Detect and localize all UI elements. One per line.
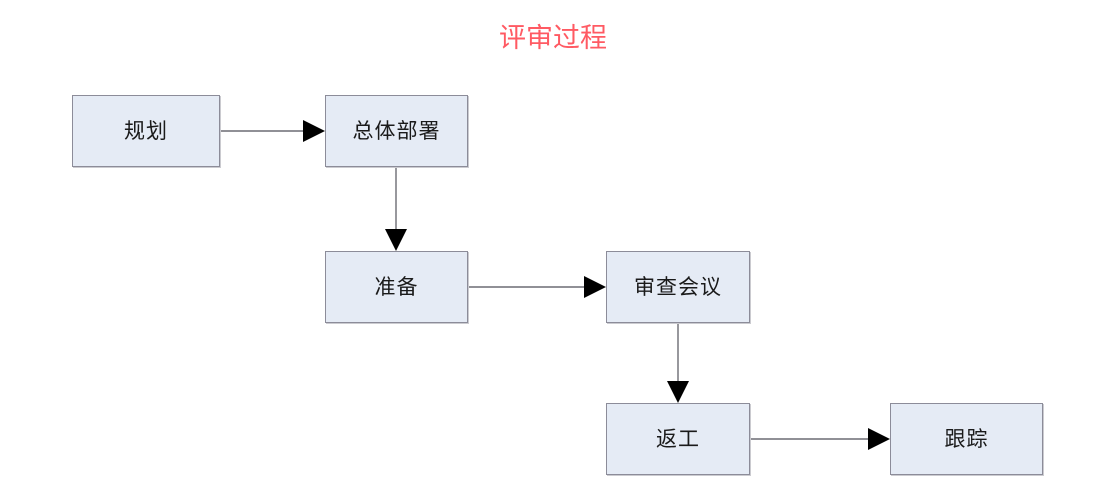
node-review-label: 审查会议 [634, 275, 722, 299]
edge-planning-to-deployment [221, 120, 325, 142]
edge-review-to-rework [667, 324, 689, 403]
node-rework-label: 返工 [656, 427, 700, 451]
node-rework[interactable]: 返工 [606, 403, 750, 475]
node-review[interactable]: 审查会议 [606, 251, 750, 323]
node-preparation[interactable]: 准备 [325, 251, 468, 323]
edge-preparation-to-review [469, 276, 606, 298]
node-preparation-label: 准备 [374, 275, 419, 299]
node-deployment[interactable]: 总体部署 [325, 95, 468, 167]
node-tracking-label: 跟踪 [944, 427, 989, 451]
node-deployment-label: 总体部署 [352, 119, 441, 143]
page-title: 评审过程 [499, 23, 607, 53]
node-planning[interactable]: 规划 [72, 95, 220, 167]
node-tracking[interactable]: 跟踪 [890, 403, 1043, 475]
edge-rework-to-tracking [751, 428, 890, 450]
node-planning-label: 规划 [124, 119, 168, 143]
edge-deployment-to-preparation [385, 168, 407, 251]
